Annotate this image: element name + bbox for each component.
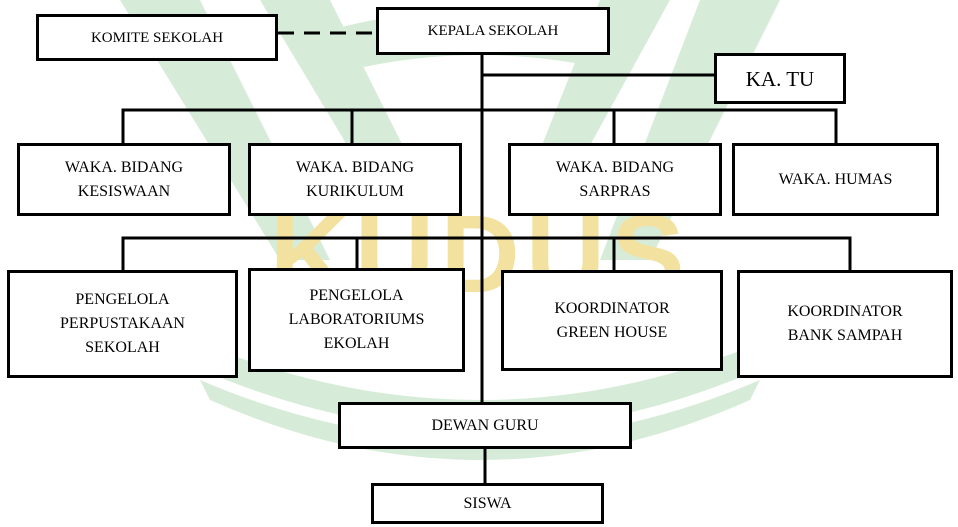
komite-sekolah-box: KOMITE SEKOLAH [36, 14, 278, 61]
waka-sarpras-box: WAKA. BIDANG SARPRAS [508, 143, 722, 216]
waka-kurikulum-box: WAKA. BIDANG KURIKULUM [248, 143, 462, 216]
waka-humas-box: WAKA. HUMAS [732, 143, 939, 216]
waka-kesiswaan-box: WAKA. BIDANG KESISWAAN [17, 143, 231, 216]
pengelola-laboratorium-box: PENGELOLA LABORATORIUMS EKOLAH [248, 268, 465, 372]
kepala-sekolah-box: KEPALA SEKOLAH [376, 7, 610, 55]
dewan-guru-box: DEWAN GURU [338, 402, 632, 449]
koordinator-green-house-box: KOORDINATOR GREEN HOUSE [501, 270, 723, 371]
ka-tu-box: KA. TU [714, 53, 846, 104]
pengelola-perpustakaan-box: PENGELOLA PERPUSTAKAAN SEKOLAH [7, 270, 238, 378]
siswa-box: SISWA [371, 483, 604, 524]
koordinator-bank-sampah-box: KOORDINATOR BANK SAMPAH [737, 270, 953, 378]
